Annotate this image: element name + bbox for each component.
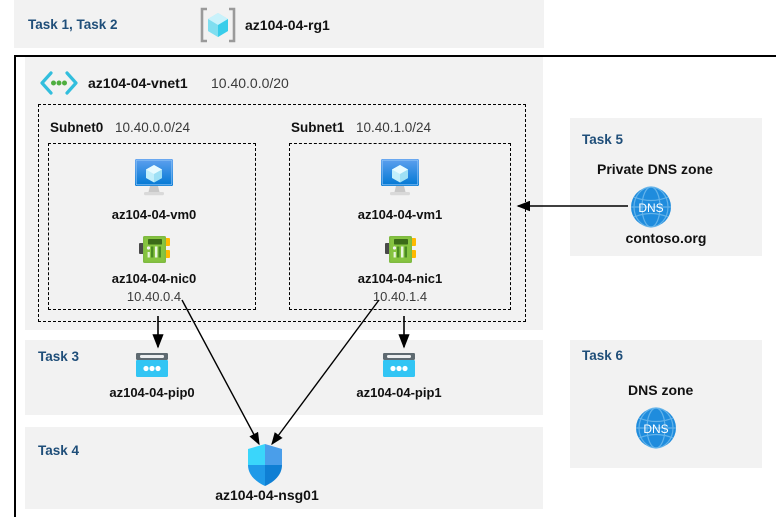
resource-group-header-panel	[14, 0, 544, 48]
virtual-network-icon	[38, 69, 80, 97]
subnet1-name: Subnet1	[291, 120, 345, 135]
subnet0-cidr: 10.40.0.0/24	[115, 120, 191, 135]
network-interface-icon	[138, 234, 172, 266]
nic1-ip: 10.40.1.4	[372, 289, 428, 304]
vm0-label: az104-04-vm0	[111, 207, 197, 222]
network-security-group-icon	[246, 443, 284, 487]
pip0-label: az104-04-pip0	[109, 385, 195, 400]
nic0-ip: 10.40.0.4	[126, 289, 182, 304]
dns-zone-icon: DNS	[634, 406, 678, 450]
vm1-label: az104-04-vm1	[357, 207, 443, 222]
dns-zone-heading: DNS zone	[628, 382, 694, 398]
public-ip-panel	[25, 340, 543, 415]
private-dns-zone-panel	[570, 118, 762, 256]
svg-text:DNS: DNS	[643, 422, 668, 436]
private-dns-zone-heading: Private DNS zone	[597, 161, 713, 177]
nsg-label: az104-04-nsg01	[215, 487, 319, 503]
nic0-label: az104-04-nic0	[111, 271, 197, 286]
subnet1-box	[289, 143, 511, 310]
nic1-label: az104-04-nic1	[357, 271, 443, 286]
virtual-machine-icon	[132, 157, 176, 197]
public-ip-address-icon	[381, 351, 417, 381]
dns-zone-icon: DNS	[629, 185, 673, 229]
resource-group-icon	[198, 6, 238, 44]
pip1-label: az104-04-pip1	[356, 385, 442, 400]
task-label-1-2: Task 1, Task 2	[28, 17, 118, 32]
virtual-machine-icon	[378, 157, 422, 197]
network-interface-icon	[384, 234, 418, 266]
task-label-5: Task 5	[582, 132, 624, 147]
resource-group-name: az104-04-rg1	[245, 17, 330, 33]
subnet1-cidr: 10.40.1.0/24	[356, 120, 432, 135]
task-label-6: Task 6	[582, 348, 624, 363]
resource-group-boundary	[14, 55, 776, 517]
vnet-name: az104-04-vnet1	[88, 75, 188, 91]
vnet-cidr: 10.40.0.0/20	[211, 75, 289, 91]
vnet-panel	[25, 57, 543, 330]
task-label-4: Task 4	[38, 443, 80, 458]
subnet0-name: Subnet0	[50, 120, 104, 135]
dns-zone-panel	[570, 340, 762, 468]
subnet0-box	[48, 143, 256, 310]
public-ip-address-icon	[134, 351, 170, 381]
task-label-3: Task 3	[38, 349, 80, 364]
private-dns-zone-name: contoso.org	[625, 230, 707, 246]
svg-text:DNS: DNS	[638, 201, 663, 215]
